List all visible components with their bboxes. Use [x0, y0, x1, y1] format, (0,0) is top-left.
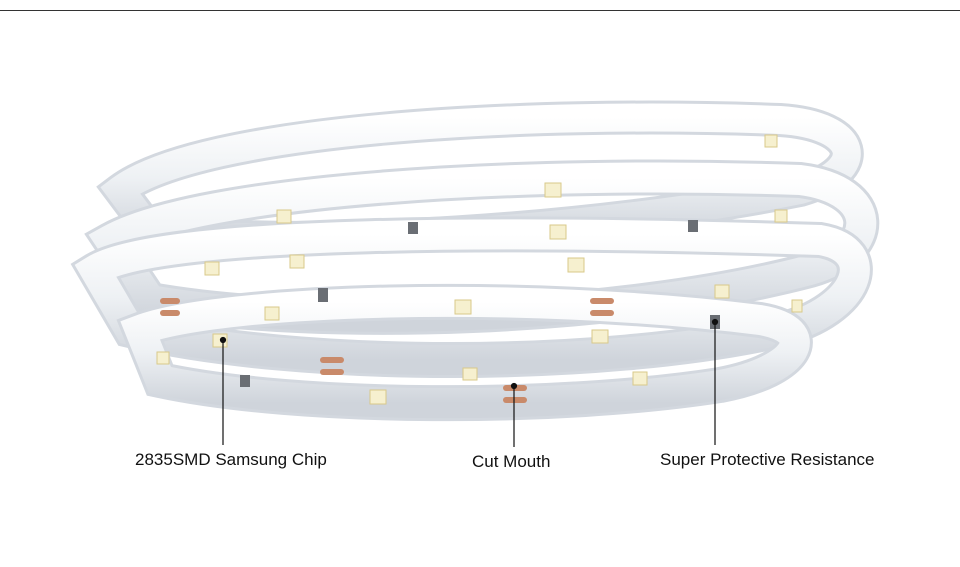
callout-leaders: [219, 318, 719, 447]
top-divider: [0, 10, 960, 11]
callout-cut-mouth-label: Cut Mouth: [472, 452, 551, 471]
callout-resistance-label: Super Protective Resistance: [660, 450, 875, 469]
strip-coil: [70, 100, 880, 422]
callout-chip-label: 2835SMD Samsung Chip: [135, 450, 327, 469]
